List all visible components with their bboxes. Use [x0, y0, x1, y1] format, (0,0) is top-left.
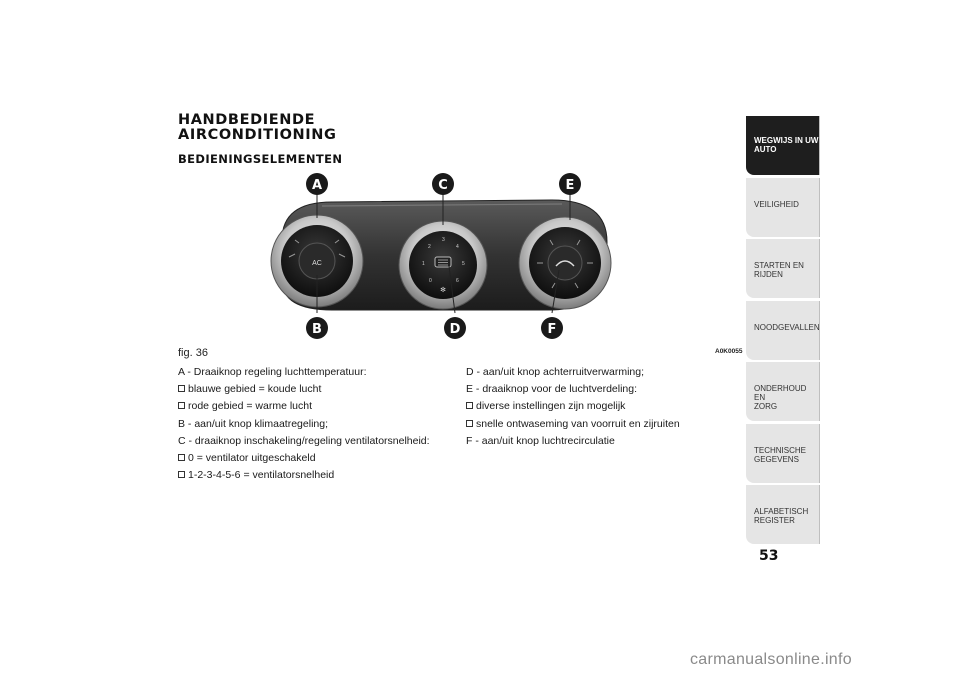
- fan-scale-3: 3: [442, 237, 445, 243]
- recirculation-icon: [555, 260, 575, 267]
- tab-starten-en-rijden[interactable]: STARTEN EN RIJDEN: [746, 239, 820, 298]
- description-line: E - draaiknop voor de luchtverdeling:: [466, 383, 638, 396]
- svg-text:D: D: [450, 322, 461, 337]
- callout-a: A: [306, 173, 328, 195]
- description-line: F - aan/uit knop luchtrecirculatie: [466, 434, 615, 447]
- fan-speed-knob: 0 1 2 3 4 5 6 ✻: [398, 220, 488, 310]
- page-title: HANDBEDIENDE AIRCONDITIONING: [178, 112, 337, 143]
- tab-veiligheid[interactable]: VEILIGHEID: [746, 177, 820, 237]
- figure-code: A0K0055: [715, 348, 743, 355]
- rear-defrost-icon: [434, 256, 452, 268]
- temperature-knob: AC: [270, 214, 364, 308]
- climate-control-panel-illustration: AC 0 1 2 3 4 5 6 ✻: [270, 173, 612, 339]
- description-line: C - draaiknop inschakeling/regeling vent…: [178, 434, 430, 447]
- description-bullet: diverse instellingen zijn mogelijk: [466, 398, 680, 415]
- ac-button-label: AC: [312, 260, 322, 267]
- bullet-icon: [178, 402, 185, 410]
- callout-c: C: [432, 173, 454, 195]
- fan-icon: ✻: [440, 286, 446, 294]
- svg-text:E: E: [566, 178, 575, 193]
- description-line: A - Draaiknop regeling luchttemperatuur:: [178, 366, 367, 378]
- description-bullet: rode gebied = warme lucht: [178, 398, 430, 415]
- callout-e: E: [559, 173, 581, 195]
- svg-text:A: A: [312, 178, 322, 193]
- svg-text:C: C: [438, 178, 448, 193]
- fan-scale-1: 1: [422, 261, 425, 267]
- bullet-icon: [178, 385, 185, 393]
- fan-scale-6: 6: [456, 278, 459, 284]
- svg-text:F: F: [548, 322, 557, 337]
- description-bullet: 0 = ventilator uitgeschakeld: [178, 450, 430, 467]
- climate-control-figure: AC 0 1 2 3 4 5 6 ✻: [262, 170, 617, 348]
- figure-label: fig. 36: [178, 347, 208, 359]
- description-line: D - aan/uit knop achterruitverwarming;: [466, 366, 644, 378]
- section-subtitle: BEDIENINGSELEMENTEN: [178, 152, 343, 166]
- bullet-icon: [178, 471, 185, 479]
- fan-scale-5: 5: [462, 261, 465, 267]
- tab-noodgevallen[interactable]: NOODGEVALLEN: [746, 300, 820, 360]
- callout-b: B: [306, 317, 328, 339]
- description-right: D - aan/uit knop achterruitverwarming; E…: [466, 364, 680, 450]
- description-left: A - Draaiknop regeling luchttemperatuur:…: [178, 364, 430, 484]
- page-number: 53: [759, 548, 779, 564]
- callout-d: D: [444, 317, 466, 339]
- description-bullet: blauwe gebied = koude lucht: [178, 381, 430, 398]
- bullet-icon: [178, 454, 185, 462]
- fan-scale-4: 4: [456, 244, 459, 250]
- description-bullet: snelle ontwaseming van voorruit en zijru…: [466, 416, 680, 433]
- svg-text:B: B: [312, 322, 322, 337]
- air-distribution-knob: [518, 216, 612, 310]
- bullet-icon: [466, 419, 473, 427]
- fan-scale-2: 2: [428, 244, 431, 250]
- watermark: carmanualsonline.info: [690, 651, 852, 668]
- description-line: B - aan/uit knop klimaatregeling;: [178, 417, 328, 430]
- bullet-icon: [466, 402, 473, 410]
- description-bullet: 1-2-3-4-5-6 = ventilatorsnelheid: [178, 467, 430, 484]
- callout-f: F: [541, 317, 563, 339]
- fan-scale-0: 0: [429, 278, 432, 284]
